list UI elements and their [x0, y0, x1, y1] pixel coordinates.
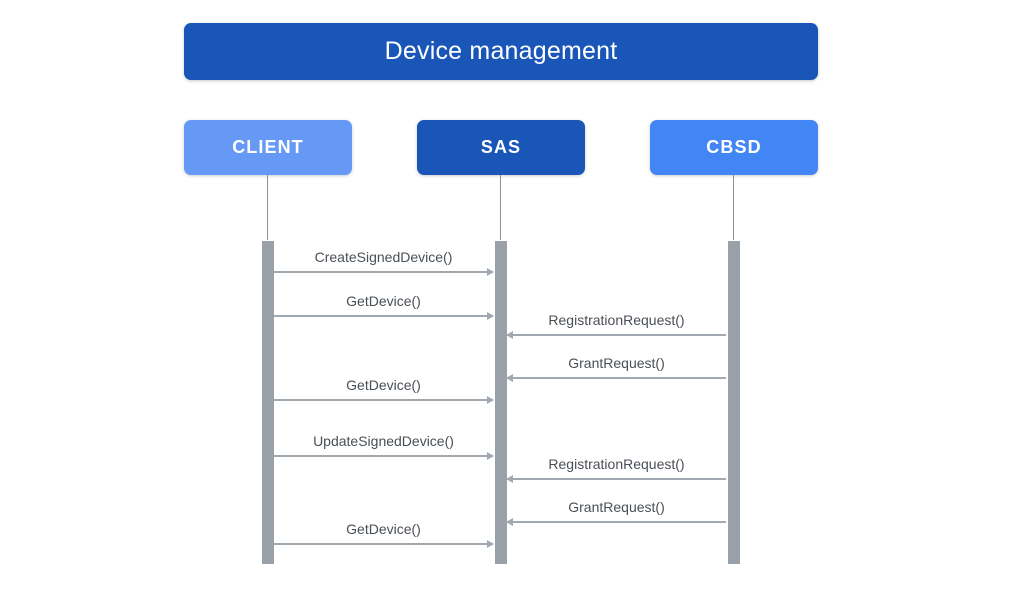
- message-line: [274, 271, 493, 273]
- message-line: [507, 478, 726, 480]
- message-arrow: RegistrationRequest(): [506, 456, 726, 483]
- arrowhead-right-icon: [487, 452, 494, 460]
- message-arrow: GrantRequest(): [506, 355, 726, 382]
- arrowhead-right-icon: [487, 396, 494, 404]
- message-arrow: CreateSignedDevice(): [274, 249, 494, 276]
- message-line: [274, 315, 493, 317]
- message-arrow: GrantRequest(): [506, 499, 726, 526]
- participant-box-sas[interactable]: SAS: [417, 120, 585, 175]
- message-label: UpdateSignedDevice(): [313, 433, 454, 449]
- message-label: GetDevice(): [346, 521, 421, 537]
- message-line: [274, 399, 493, 401]
- message-line: [507, 521, 726, 523]
- message-label: GrantRequest(): [568, 355, 665, 371]
- activation-bar-cbsd: [727, 240, 741, 565]
- message-label: RegistrationRequest(): [548, 312, 685, 328]
- arrowhead-left-icon: [506, 475, 513, 483]
- message-arrow: GetDevice(): [274, 521, 494, 548]
- message-line: [274, 455, 493, 457]
- lifeline-cbsd: [733, 175, 734, 241]
- message-arrow: UpdateSignedDevice(): [274, 433, 494, 460]
- message-label: CreateSignedDevice(): [314, 249, 453, 265]
- message-label: RegistrationRequest(): [548, 456, 685, 472]
- activation-bar-sas: [494, 240, 508, 565]
- message-arrow: RegistrationRequest(): [506, 312, 726, 339]
- arrowhead-left-icon: [506, 374, 513, 382]
- participant-box-cbsd[interactable]: CBSD: [650, 120, 818, 175]
- lifeline-sas: [500, 175, 501, 241]
- message-arrow: GetDevice(): [274, 293, 494, 320]
- message-label: GetDevice(): [346, 293, 421, 309]
- diagram-title-banner: Device management: [184, 23, 818, 80]
- message-line: [507, 334, 726, 336]
- participant-box-client[interactable]: CLIENT: [184, 120, 352, 175]
- message-arrow: GetDevice(): [274, 377, 494, 404]
- arrowhead-left-icon: [506, 518, 513, 526]
- arrowhead-right-icon: [487, 540, 494, 548]
- message-label: GrantRequest(): [568, 499, 665, 515]
- message-line: [274, 543, 493, 545]
- arrowhead-left-icon: [506, 331, 513, 339]
- arrowhead-right-icon: [487, 268, 494, 276]
- lifeline-client: [267, 175, 268, 241]
- activation-bar-client: [261, 240, 275, 565]
- arrowhead-right-icon: [487, 312, 494, 320]
- message-label: GetDevice(): [346, 377, 421, 393]
- message-line: [507, 377, 726, 379]
